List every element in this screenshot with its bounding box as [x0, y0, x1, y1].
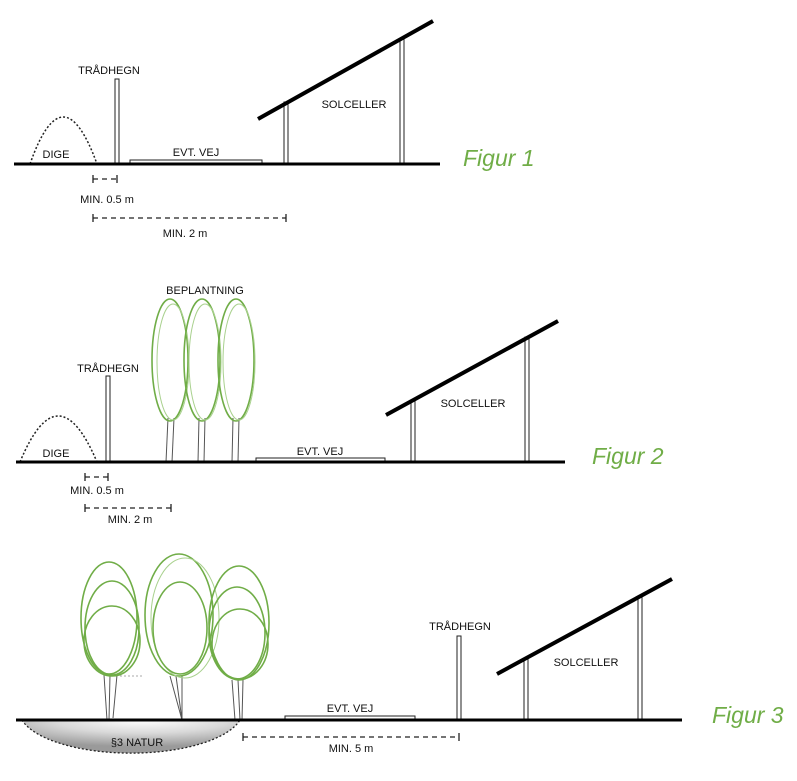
solar-post-front: [410, 400, 416, 463]
dige-label: DIGE: [43, 149, 70, 161]
dimension-label: MIN. 0.5 m: [80, 194, 134, 206]
road-label: EVT. VEJ: [327, 703, 373, 715]
solar-panel: [496, 577, 673, 676]
fence-label: TRÅDHEGN: [429, 620, 491, 633]
figure-title: Figur 2: [592, 443, 664, 469]
solar-panel: [257, 19, 434, 121]
figure-2: DIGE TRÅDHEGN BEPLANTNING EVT. VEJ SOLCE…: [16, 285, 664, 526]
dimension-label: MIN. 2 m: [108, 514, 153, 526]
dimension-label: MIN. 5 m: [329, 743, 374, 755]
planting-trees: [151, 298, 256, 463]
fence-label: TRÅDHEGN: [78, 64, 140, 77]
nature-area: [20, 719, 242, 754]
solar-label: SOLCELLER: [441, 398, 506, 410]
nature-label: §3 NATUR: [111, 737, 163, 749]
figure-1: DIGE TRÅDHEGN EVT. VEJ SOLCELLER MIN. 0.…: [14, 19, 535, 240]
solar-post-back: [637, 595, 643, 721]
solar-post-front: [523, 657, 529, 721]
solar-label: SOLCELLER: [554, 657, 619, 669]
nature-trees: [80, 553, 270, 721]
fence-post: [105, 375, 111, 463]
solar-post-back: [524, 336, 530, 463]
road-label: EVT. VEJ: [297, 446, 343, 458]
dige-mound: [29, 116, 98, 165]
road-label: EVT. VEJ: [173, 147, 219, 159]
solar-post-back: [399, 37, 405, 165]
figure-3: §3 NATUR EVT. VEJ TRÅDHEGN SOLCELLER M: [16, 553, 784, 755]
figure-title: Figur 3: [712, 702, 784, 728]
solar-panel: [385, 319, 559, 417]
planting-label: BEPLANTNING: [166, 285, 244, 297]
figure-title: Figur 1: [463, 145, 535, 171]
dige-label: DIGE: [43, 448, 70, 460]
fence-post: [114, 78, 120, 165]
fence-post: [456, 635, 462, 721]
solar-label: SOLCELLER: [322, 99, 387, 111]
fence-label: TRÅDHEGN: [77, 362, 139, 375]
dimension-label: MIN. 2 m: [163, 228, 208, 240]
dige-mound: [19, 415, 98, 463]
dimension-label: MIN. 0.5 m: [70, 485, 124, 497]
solar-post-front: [283, 101, 289, 165]
